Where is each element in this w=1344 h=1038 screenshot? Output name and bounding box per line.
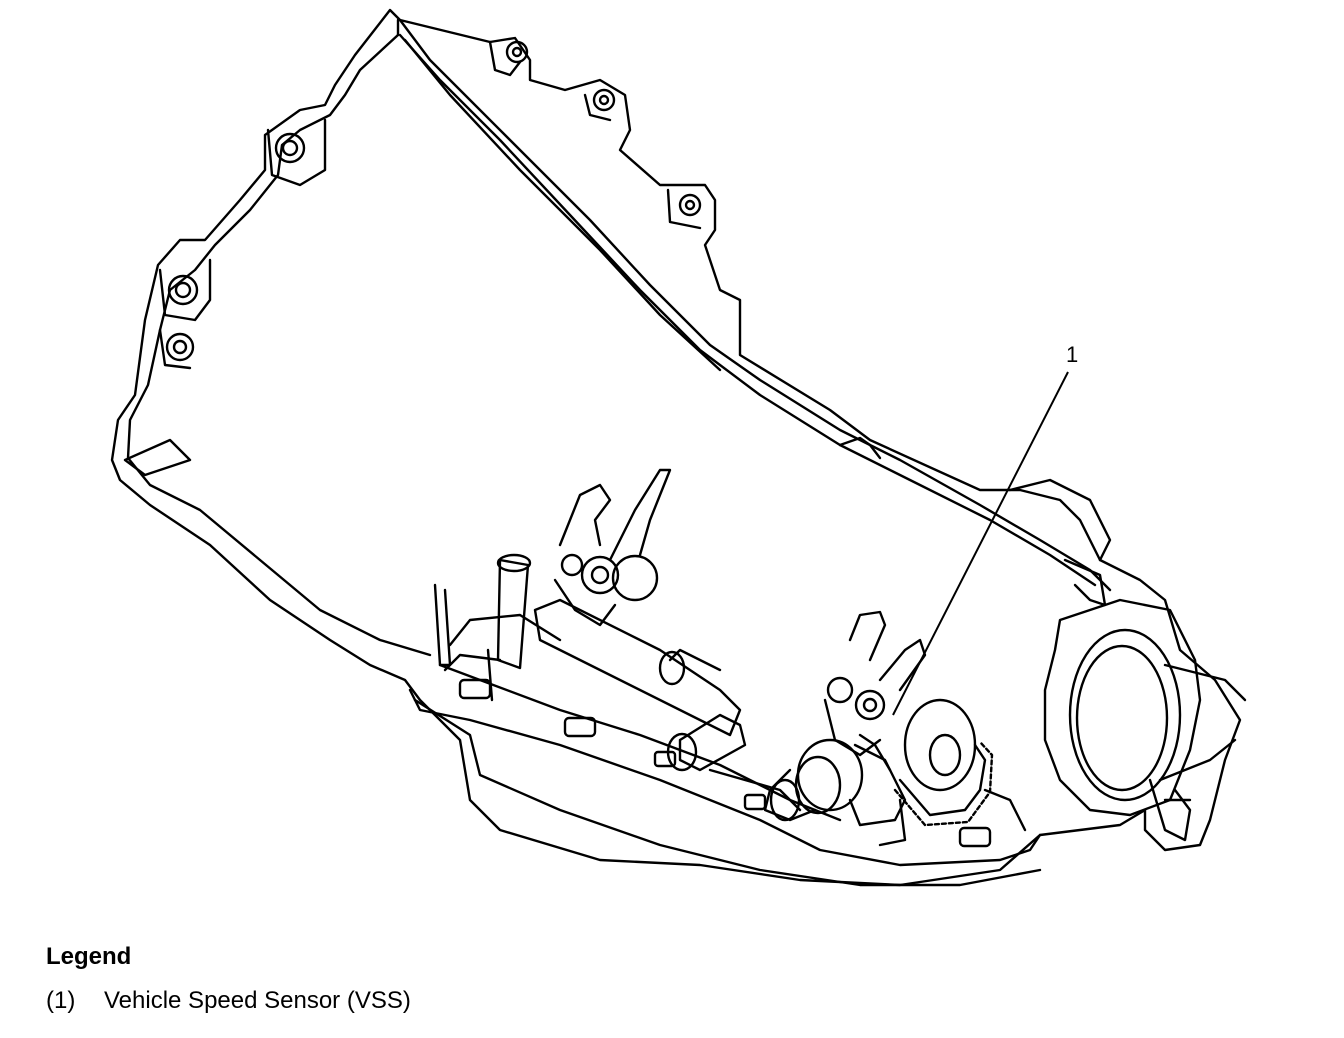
transmission-line-drawing: 1	[110, 8, 1247, 887]
pan-tabs	[433, 583, 494, 702]
legend-item: (1) Vehicle Speed Sensor (VSS)	[46, 986, 1296, 1016]
vehicle-speed-sensor	[763, 733, 907, 827]
callout-leader-line	[892, 371, 1069, 716]
tail-housing	[1008, 478, 1247, 842]
callout-1: 1	[892, 342, 1078, 716]
bell-housing	[110, 8, 1242, 887]
legend-item-number: (1)	[46, 987, 76, 1014]
oil-pan	[408, 613, 1042, 887]
internal-components	[496, 468, 994, 827]
legend-item-label: Vehicle Speed Sensor (VSS)	[104, 987, 411, 1014]
legend-title: Legend	[46, 943, 132, 970]
transmission-diagram: 1	[110, 8, 1247, 887]
legend: Legend (1) Vehicle Speed Sensor (VSS)	[46, 940, 1296, 1016]
mounting-bosses	[123, 40, 702, 477]
callout-label: 1	[1066, 342, 1078, 367]
